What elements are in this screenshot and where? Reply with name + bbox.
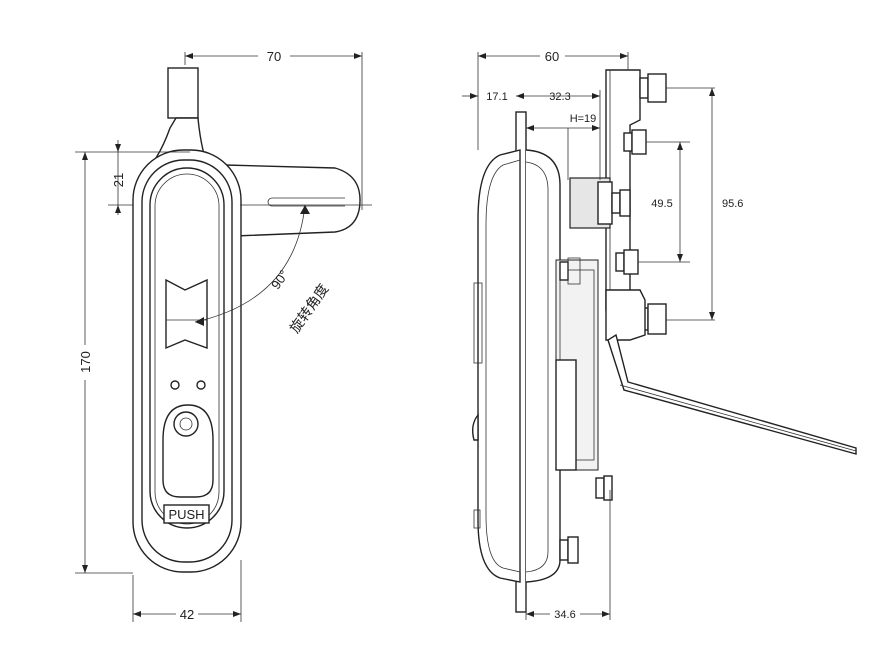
dim-32-3: 32.3 [549,91,570,103]
bolt-lower-2 [595,475,613,501]
bolt-2 [623,129,690,155]
bolt-lower-3 [559,536,579,564]
dim-width-42: 42 [180,607,194,622]
dim-offset-21: 21 [111,173,126,187]
dim-width-60: 60 [545,49,559,64]
bolt-3 [611,189,631,217]
handle-body-inner [141,159,233,563]
dim-h19: H=19 [570,113,597,125]
push-label: PUSH [168,507,204,522]
dim-34-6: 34.6 [554,609,575,621]
dim-95-6: 95.6 [722,198,743,210]
lock-rod [607,333,857,455]
rotation-angle-label: 90° [268,267,292,292]
dim-height-170: 170 [78,351,93,373]
dim-width-70: 70 [267,49,281,64]
arrow-plate [165,278,208,350]
front-view: PUSH 90° 旋转角度 70 170 21 [75,49,372,622]
push-label-box [163,504,210,524]
indicator-dot-right [196,380,206,390]
bolt-lower-1 [559,257,581,285]
handle-body-side [477,149,521,583]
bolt-top [639,73,715,103]
rotation-arc [194,204,306,323]
lever-arm [224,164,361,237]
dim-49-5: 49.5 [651,198,672,210]
dim-17-1: 17.1 [486,91,507,103]
indicator-dot-left [170,380,180,390]
bolt-bottom [639,303,715,335]
handle-key [154,67,206,159]
side-view: 60 17.1 32.3 H=19 49.5 95.6 34.6 [462,49,857,621]
bolt-4 [615,249,690,275]
rotation-note: 旋转角度 [286,281,331,336]
